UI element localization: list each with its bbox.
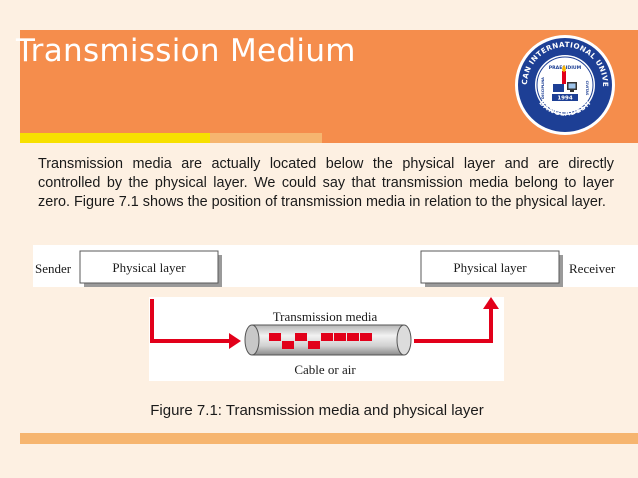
figure-top-panel: Sender Physical layer Physical layer Rec… <box>33 245 638 287</box>
accent-band-yellow <box>20 133 210 143</box>
book-icon <box>553 84 564 92</box>
footer-band <box>20 433 638 444</box>
physical-layer-box-right <box>420 250 560 284</box>
signal-pulses <box>269 333 372 349</box>
body-paragraph: Transmission media are actually located … <box>38 156 614 210</box>
accent-band-orange <box>322 133 638 143</box>
right-arrow <box>414 309 493 343</box>
arrow-head-up-icon <box>483 297 499 309</box>
arrow-head-right-icon <box>229 333 241 349</box>
figure-caption-text: Figure 7.1: Transmission media and physi… <box>150 402 484 419</box>
logo-inner-left: DISCIPLINA <box>541 77 545 99</box>
physical-layer-label-left: Physical layer <box>112 260 186 275</box>
cable-or-air-label: Cable or air <box>294 362 356 377</box>
physical-layer-label-right: Physical layer <box>453 260 527 275</box>
slide-title: Transmission Medium <box>16 33 356 69</box>
figure-bottom-panel: Transmission media Cable or air <box>149 297 504 381</box>
accent-band-light-orange <box>210 133 322 143</box>
left-arrow <box>150 299 229 343</box>
logo-year: 1994 <box>557 96 572 102</box>
physical-layer-box-left <box>79 250 219 284</box>
torch-icon <box>562 71 566 84</box>
university-logo: AMERICAN INTERNATIONAL UNIVERSITY BANGLA… <box>514 34 615 135</box>
sender-label: Sender <box>35 261 72 276</box>
figure-caption: Figure 7.1: Transmission media and physi… <box>0 402 638 419</box>
transmission-media-label: Transmission media <box>273 309 378 324</box>
receiver-label: Receiver <box>569 261 616 276</box>
logo-inner-right: CIVITAS <box>585 81 589 96</box>
